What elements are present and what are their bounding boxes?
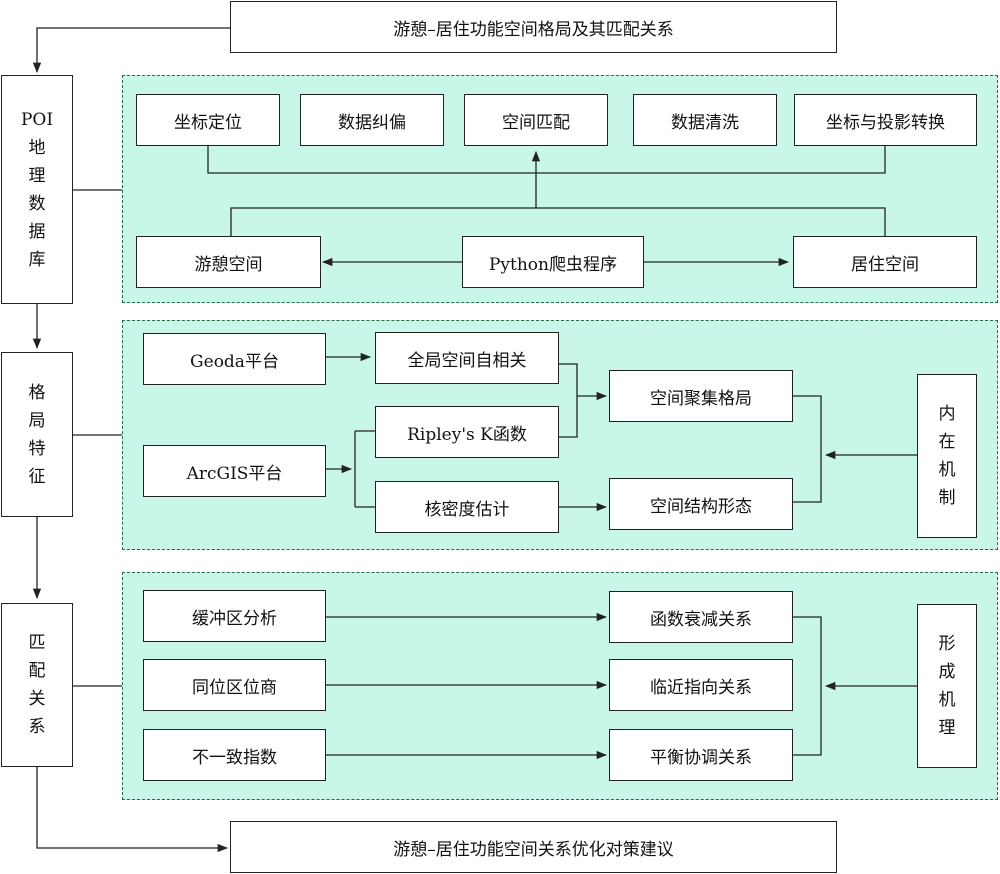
recreation-space-box: 游憩空间: [136, 236, 321, 288]
decay-relation-box: 函数衰减关系: [609, 591, 793, 643]
top-title-box: 游憩–居住功能空间格局及其匹配关系: [230, 1, 837, 53]
geoda-platform-box: Geoda平台: [143, 333, 326, 385]
spatial-cluster-box: 空间聚集格局: [609, 370, 793, 422]
step-spatial-matching: 空间匹配: [464, 94, 608, 146]
step-coordinate-positioning: 坐标定位: [136, 94, 280, 146]
kernel-density-box: 核密度估计: [375, 481, 559, 533]
spatial-structure-box: 空间结构形态: [609, 478, 793, 530]
poi-database-box: POI 地 理 数 据 库: [1, 75, 73, 304]
ripley-k-box: Ripley's K函数: [375, 406, 559, 458]
top-title: 游憩–居住功能空间格局及其匹配关系: [393, 19, 674, 40]
residential-space-box: 居住空间: [793, 236, 977, 288]
formation-mechanism-box: 形 成 机 理: [917, 604, 977, 768]
matching-relation-box: 匹 配 关 系: [1, 603, 73, 767]
inconsistency-index-box: 不一致指数: [143, 729, 326, 781]
global-autocorrelation-box: 全局空间自相关: [375, 332, 559, 384]
proximity-relation-box: 临近指向关系: [609, 659, 793, 711]
colocation-quotient-box: 同位区位商: [143, 659, 326, 711]
balance-relation-box: 平衡协调关系: [609, 729, 793, 781]
python-crawler-box: Python爬虫程序: [462, 236, 644, 288]
step-projection-conversion: 坐标与投影转换: [794, 94, 977, 146]
step-data-correction: 数据纠偏: [300, 94, 444, 146]
step-data-cleaning: 数据清洗: [633, 94, 777, 146]
buffer-analysis-box: 缓冲区分析: [143, 590, 326, 642]
bottom-title: 游憩–居住功能空间关系优化对策建议: [393, 839, 674, 860]
bottom-title-box: 游憩–居住功能空间关系优化对策建议: [230, 821, 837, 873]
inner-mechanism-box: 内 在 机 制: [917, 374, 977, 538]
pattern-features-box: 格 局 特 征: [1, 352, 73, 517]
arcgis-platform-box: ArcGIS平台: [143, 445, 326, 497]
